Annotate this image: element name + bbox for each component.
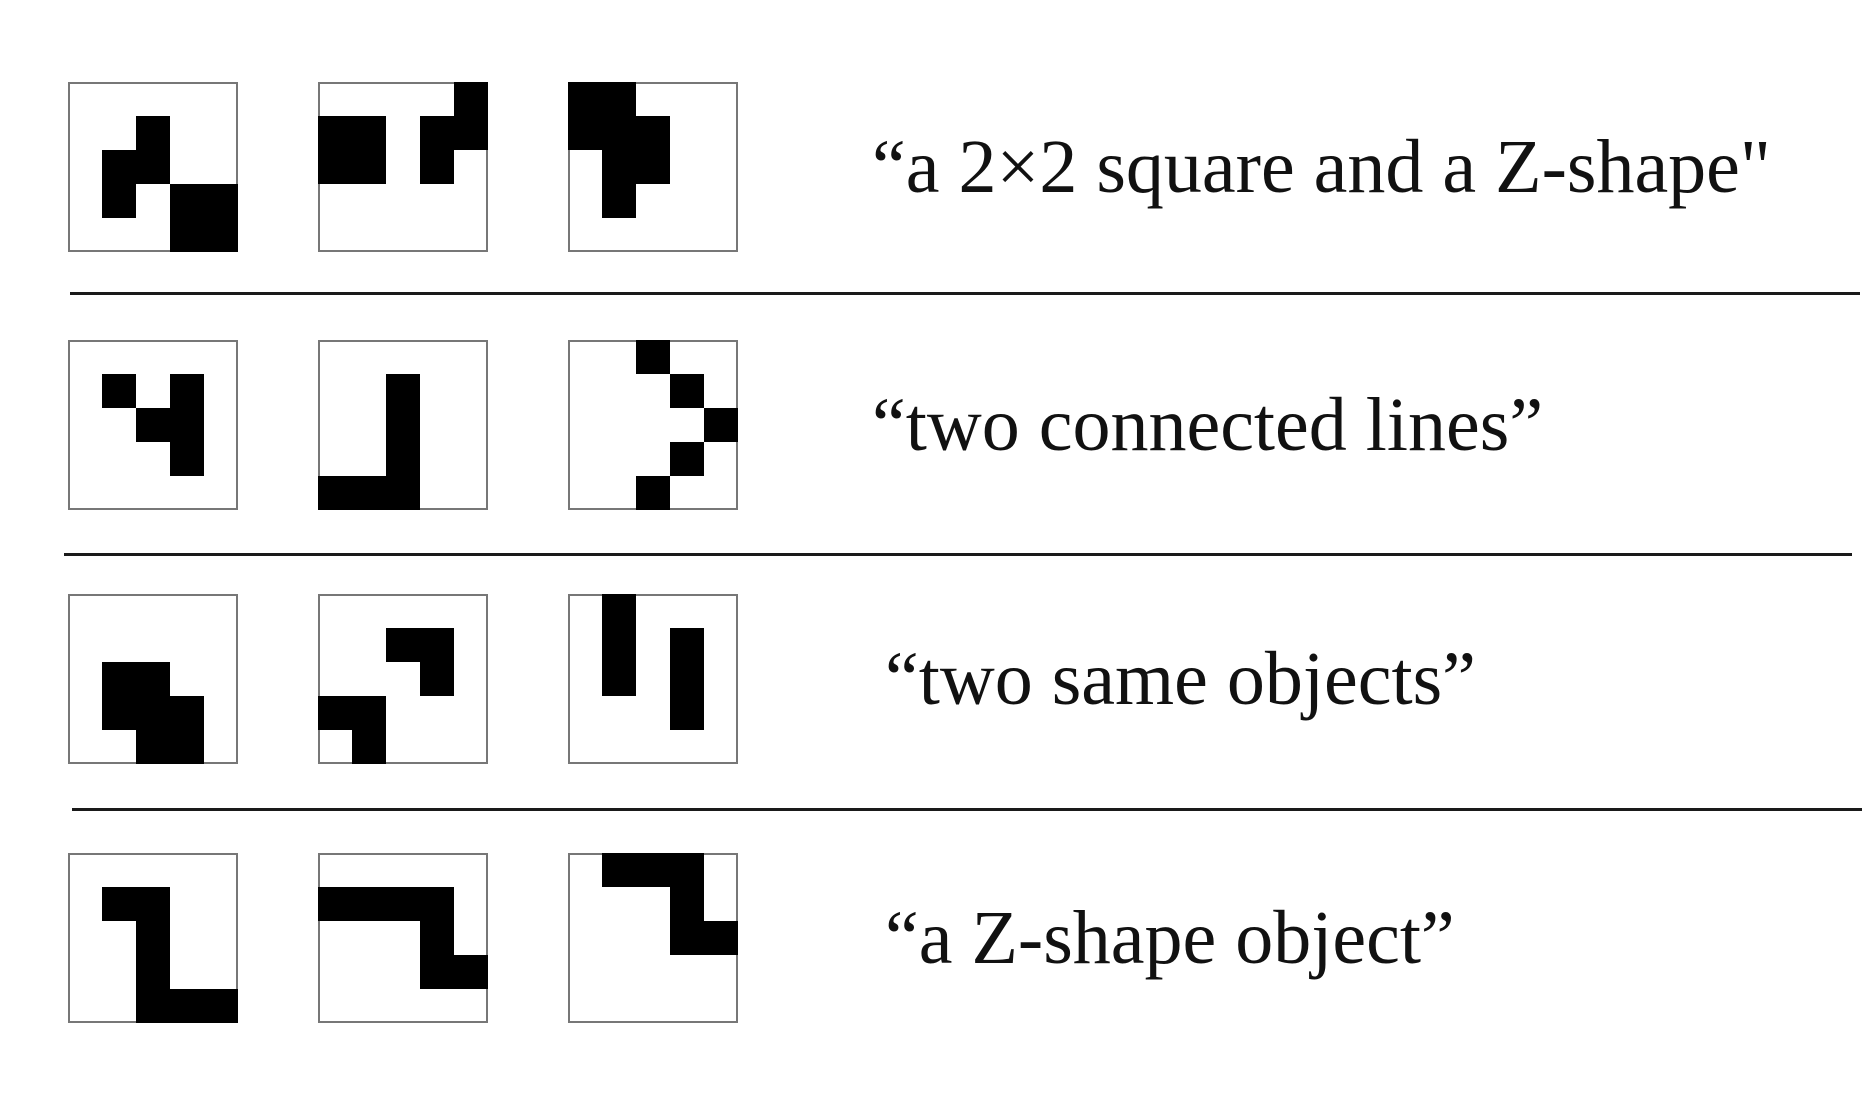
filled-cell — [102, 374, 136, 408]
filled-cell — [704, 408, 738, 442]
filled-cell — [454, 82, 488, 116]
filled-cell — [136, 887, 170, 921]
filled-cell — [636, 853, 670, 887]
example-grid — [568, 853, 738, 1023]
filled-cell — [420, 921, 454, 955]
filled-cell — [170, 989, 204, 1023]
filled-cell — [204, 218, 238, 252]
filled-cell — [136, 116, 170, 150]
filled-cell — [102, 184, 136, 218]
filled-cell — [386, 442, 420, 476]
filled-cell — [568, 116, 602, 150]
filled-cell — [136, 955, 170, 989]
filled-cell — [670, 921, 704, 955]
row-divider — [72, 808, 1862, 811]
filled-cell — [420, 662, 454, 696]
filled-cell — [204, 184, 238, 218]
filled-cell — [102, 150, 136, 184]
filled-cell — [136, 696, 170, 730]
filled-cell — [420, 150, 454, 184]
filled-cell — [352, 887, 386, 921]
example-grid — [68, 853, 238, 1023]
filled-cell — [386, 408, 420, 442]
filled-cell — [170, 184, 204, 218]
example-grid — [68, 594, 238, 764]
filled-cell — [136, 408, 170, 442]
example-grid — [568, 594, 738, 764]
filled-cell — [386, 887, 420, 921]
example-grid — [318, 853, 488, 1023]
filled-cell — [602, 150, 636, 184]
filled-cell — [318, 696, 352, 730]
filled-cell — [318, 150, 352, 184]
row-divider — [64, 553, 1852, 556]
filled-cell — [352, 150, 386, 184]
filled-cell — [318, 887, 352, 921]
filled-cell — [568, 82, 602, 116]
row-divider — [70, 292, 1860, 295]
filled-cell — [136, 730, 170, 764]
filled-cell — [352, 476, 386, 510]
filled-cell — [136, 921, 170, 955]
filled-cell — [454, 955, 488, 989]
filled-cell — [170, 408, 204, 442]
filled-cell — [352, 696, 386, 730]
filled-cell — [420, 955, 454, 989]
filled-cell — [170, 696, 204, 730]
filled-cell — [670, 696, 704, 730]
filled-cell — [136, 989, 170, 1023]
filled-cell — [386, 476, 420, 510]
filled-cell — [102, 696, 136, 730]
filled-cell — [602, 594, 636, 628]
filled-cell — [386, 628, 420, 662]
example-grid — [68, 340, 238, 510]
filled-cell — [170, 730, 204, 764]
filled-cell — [318, 116, 352, 150]
example-grid — [318, 82, 488, 252]
example-grid — [568, 82, 738, 252]
filled-cell — [670, 853, 704, 887]
filled-cell — [602, 853, 636, 887]
filled-cell — [386, 374, 420, 408]
filled-cell — [670, 374, 704, 408]
example-grid — [318, 340, 488, 510]
row-caption: “two same objects” — [885, 637, 1476, 721]
filled-cell — [136, 150, 170, 184]
filled-cell — [352, 116, 386, 150]
filled-cell — [602, 184, 636, 218]
filled-cell — [670, 442, 704, 476]
filled-cell — [352, 730, 386, 764]
filled-cell — [636, 340, 670, 374]
filled-cell — [204, 989, 238, 1023]
filled-cell — [602, 662, 636, 696]
filled-cell — [136, 662, 170, 696]
filled-cell — [602, 82, 636, 116]
filled-cell — [170, 442, 204, 476]
filled-cell — [318, 476, 352, 510]
example-grid — [68, 82, 238, 252]
filled-cell — [602, 628, 636, 662]
filled-cell — [420, 116, 454, 150]
filled-cell — [102, 887, 136, 921]
example-grid — [318, 594, 488, 764]
filled-cell — [636, 150, 670, 184]
filled-cell — [170, 374, 204, 408]
filled-cell — [454, 116, 488, 150]
filled-cell — [170, 218, 204, 252]
filled-cell — [704, 921, 738, 955]
filled-cell — [670, 662, 704, 696]
filled-cell — [420, 887, 454, 921]
filled-cell — [636, 116, 670, 150]
filled-cell — [602, 116, 636, 150]
filled-cell — [636, 476, 670, 510]
filled-cell — [670, 887, 704, 921]
filled-cell — [420, 628, 454, 662]
row-caption: “a Z-shape object” — [885, 896, 1455, 980]
row-caption: “two connected lines” — [872, 383, 1544, 467]
filled-cell — [102, 662, 136, 696]
row-caption: “a 2×2 square and a Z-shape" — [872, 125, 1771, 209]
example-grid — [568, 340, 738, 510]
filled-cell — [670, 628, 704, 662]
